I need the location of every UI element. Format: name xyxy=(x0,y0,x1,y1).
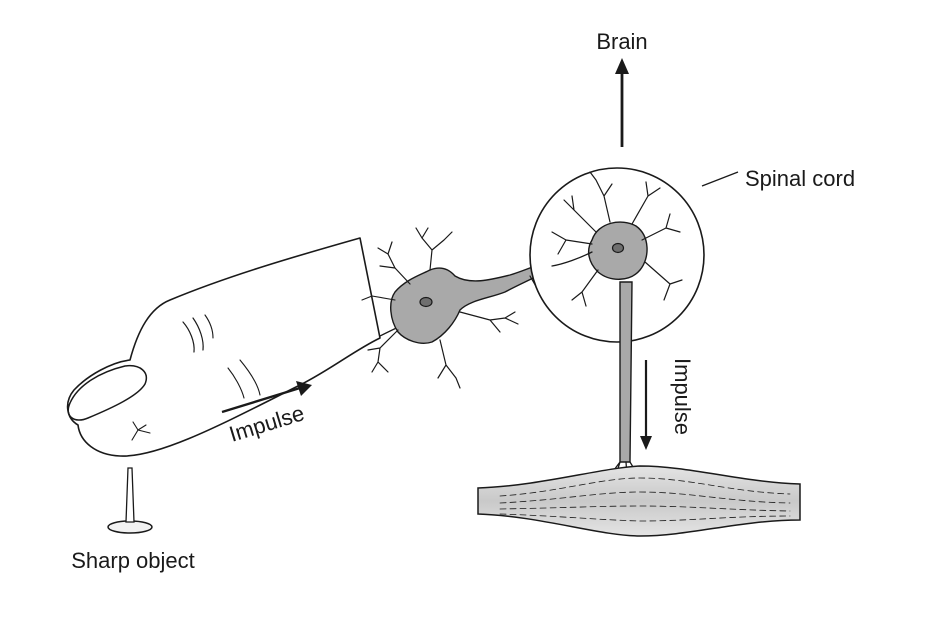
impulse-arrow-motor xyxy=(640,360,652,450)
sharp-object-pin xyxy=(107,467,153,534)
spinal-cord-label: Spinal cord xyxy=(745,166,855,191)
brain-label: Brain xyxy=(596,29,647,54)
impulse-arrow-sensory xyxy=(221,381,312,414)
brain-arrow xyxy=(615,58,629,147)
sensory-neuron xyxy=(361,227,557,389)
spinal-cord xyxy=(529,167,705,343)
interneuron xyxy=(551,171,683,307)
sharp-object-label: Sharp object xyxy=(71,548,195,573)
muscle-fiber xyxy=(477,465,801,537)
finger-illustration xyxy=(66,237,381,457)
impulse-label-motor: Impulse xyxy=(670,358,695,435)
spinal-cord-leader-line xyxy=(701,171,739,187)
